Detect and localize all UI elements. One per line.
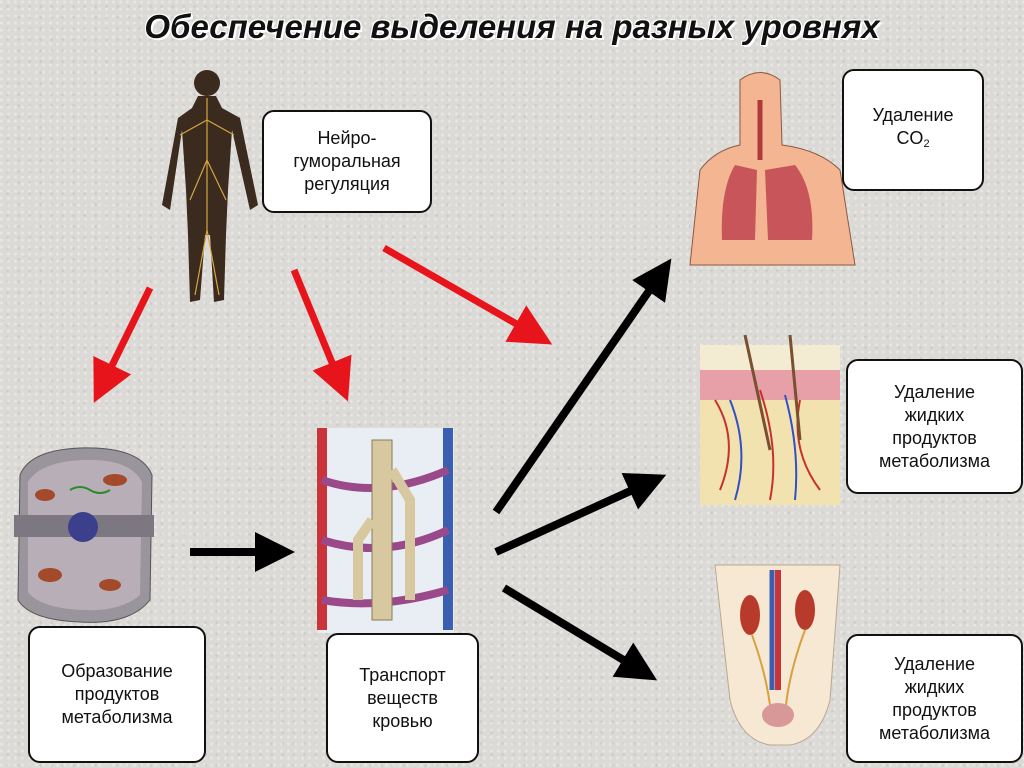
red-arrow-to-capillary <box>290 268 352 402</box>
blood-transport-box: Транспорт веществ кровью <box>326 633 479 763</box>
skin-line-4: метаболизма <box>879 450 990 471</box>
transport-line-3: кровью <box>372 710 433 731</box>
co2-line-2: CO2 <box>872 127 953 156</box>
kidney-line-3: продуктов <box>892 699 977 720</box>
co2-formula: CO <box>896 128 924 148</box>
nervous-system-figure <box>162 70 258 302</box>
red-arrow-to-organs <box>382 244 553 345</box>
skin-illustration <box>700 334 840 505</box>
kidney-line-1: Удаление <box>893 653 976 674</box>
transport-line-1: Транспорт <box>359 664 446 685</box>
black-arrow-to-lungs <box>492 258 672 515</box>
skin-removal-box: Удаление жидких продуктов метаболизма <box>846 359 1023 494</box>
urinary-illustration <box>714 564 841 746</box>
cell-illustration <box>14 447 154 623</box>
kidney-line-4: метаболизма <box>879 722 990 743</box>
co2-removal-box: Удаление CO2 <box>842 69 984 191</box>
page-title: Обеспечение выделения на разных уровнях <box>144 8 880 45</box>
black-arrow-to-skin <box>494 473 667 556</box>
co2-subscript: 2 <box>923 138 930 150</box>
skin-line-2: жидких <box>904 404 965 425</box>
kidney-line-2: жидких <box>904 676 965 697</box>
neuro-line-1: Нейро- <box>317 128 377 148</box>
skin-line-1: Удаление <box>893 381 976 402</box>
transport-line-2: веществ <box>367 687 438 708</box>
skin-line-3: продуктов <box>892 427 977 448</box>
formation-line-2: продуктов <box>74 684 160 704</box>
metabolism-formation-box: Образование продуктов метаболизма <box>28 626 206 763</box>
black-arrow-to-kidneys <box>501 584 658 681</box>
kidney-removal-box: Удаление жидких продуктов метаболизма <box>846 634 1023 763</box>
red-arrows <box>93 244 553 403</box>
neuro-line-3: регуляция <box>304 174 390 194</box>
formation-line-3: метаболизма <box>61 707 173 727</box>
black-arrows <box>190 258 672 681</box>
respiratory-illustration <box>689 72 856 266</box>
neuro-line-2: гуморальная <box>293 151 401 171</box>
neuro-regulation-box: Нейро- гуморальная регуляция <box>262 110 432 213</box>
formation-line-1: Образование <box>61 661 173 681</box>
red-arrow-to-cell <box>93 286 154 403</box>
capillary-illustration <box>317 428 454 633</box>
co2-line-1: Удаление <box>872 105 954 125</box>
